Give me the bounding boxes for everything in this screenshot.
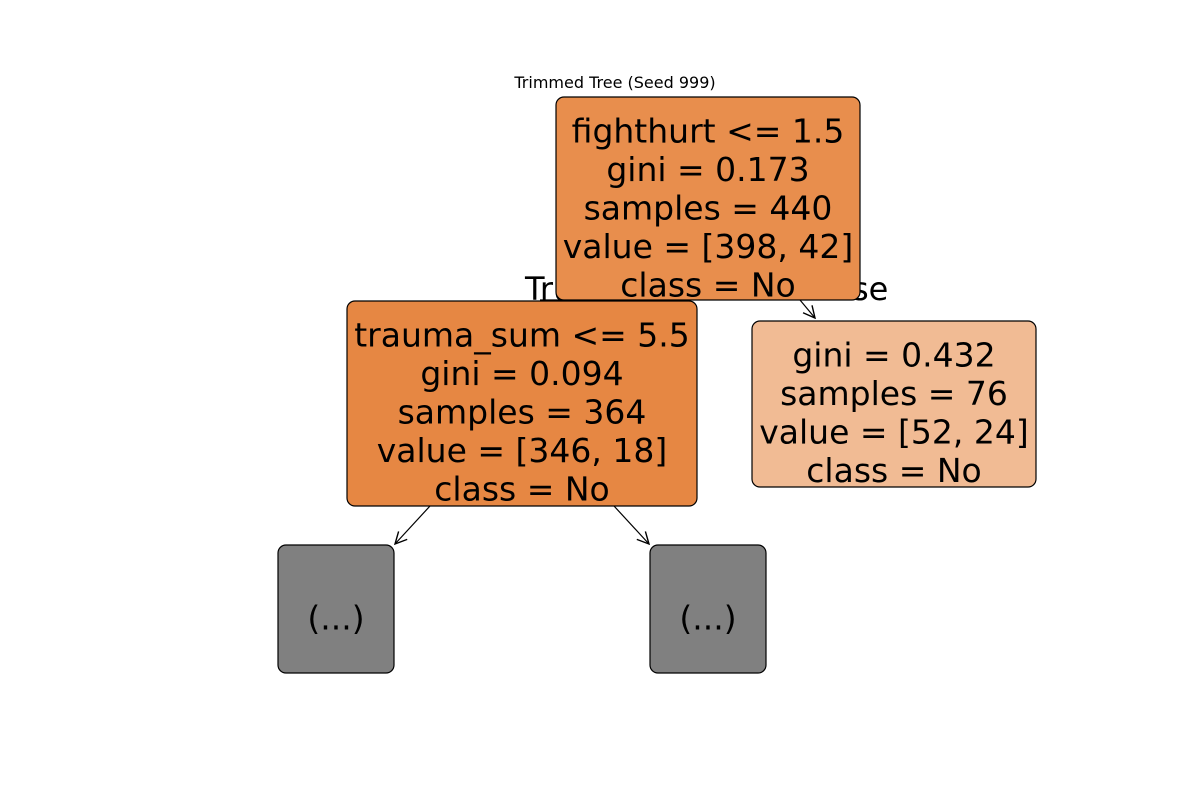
diagram-title: Trimmed Tree (Seed 999) xyxy=(513,73,715,92)
node-line: value = [52, 24] xyxy=(759,413,1028,452)
node-line: class = No xyxy=(620,266,795,305)
node-line: (...) xyxy=(307,599,364,638)
node-line: trauma_sum <= 5.5 xyxy=(354,316,690,355)
edge-root-right xyxy=(799,299,815,318)
edge-left-leftleft xyxy=(395,505,431,544)
node-line: fighthurt <= 1.5 xyxy=(572,112,845,151)
node-text: (...) xyxy=(679,599,736,638)
tree-node-truncated-right: (...) xyxy=(649,544,767,674)
node-line: class = No xyxy=(434,470,609,509)
node-line: (...) xyxy=(679,599,736,638)
node-box xyxy=(277,544,395,674)
node-box xyxy=(649,544,767,674)
node-line: value = [398, 42] xyxy=(563,227,853,266)
node-line: gini = 0.173 xyxy=(606,150,809,189)
node-line: gini = 0.094 xyxy=(420,354,623,393)
node-box xyxy=(555,96,861,301)
node-line: value = [346, 18] xyxy=(377,431,667,470)
edge-left-leftright xyxy=(613,505,649,544)
node-box xyxy=(346,300,698,507)
tree-node-truncated-left: (...) xyxy=(277,544,395,674)
node-line: samples = 364 xyxy=(398,393,647,432)
node-box xyxy=(751,320,1037,488)
node-line: samples = 440 xyxy=(584,189,833,228)
node-line: gini = 0.432 xyxy=(792,336,995,375)
node-text: (...) xyxy=(307,599,364,638)
node-line: class = No xyxy=(806,451,981,490)
node-line: samples = 76 xyxy=(780,374,1008,413)
